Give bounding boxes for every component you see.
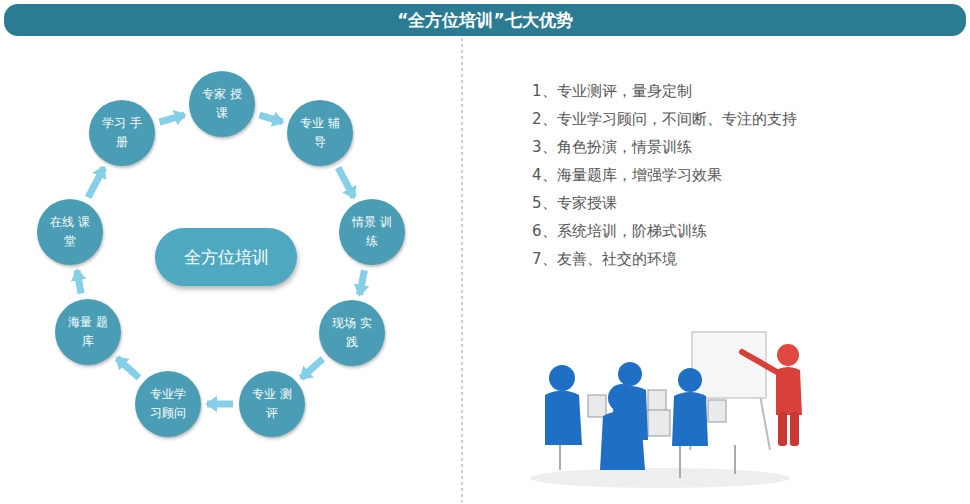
flow-arrow — [207, 401, 233, 408]
node-text: 专业 测评 — [249, 385, 295, 422]
node-text: 情景 训练 — [349, 213, 395, 250]
flow-arrow — [338, 168, 354, 198]
step-circle: 情景 训练 — [339, 199, 405, 265]
node-text: 专业学 习顾问 — [145, 385, 191, 422]
advantage-item: 4、海量题库，增强学习效果 — [532, 165, 722, 185]
step-circle: 在线 课堂 — [37, 199, 103, 265]
advantage-item: 3、角色扮演，情景训练 — [532, 137, 692, 157]
flow-arrow — [259, 115, 282, 122]
advantage-item: 2、专业学习顾问，不间断、专注的支持 — [532, 109, 797, 129]
step-circle: 现场 实践 — [319, 300, 385, 366]
advantage-item: 7、友善、社交的环境 — [532, 249, 677, 269]
step-circle: 学习 手册 — [89, 100, 155, 166]
flow-arrow — [77, 270, 81, 293]
flow-arrow — [301, 359, 323, 378]
node-text: 专家 授课 — [199, 85, 245, 122]
advantage-item: 1、专业测评，量身定制 — [532, 81, 692, 101]
node-text: 全方位培训 — [184, 246, 269, 269]
node-text: 在线 课堂 — [47, 213, 93, 250]
step-circle: 专业 测评 — [239, 371, 305, 437]
step-circle: 专业学 习顾问 — [135, 371, 201, 437]
node-text: 学习 手册 — [99, 114, 145, 151]
flow-arrow — [88, 168, 104, 198]
node-text: 专业 辅导 — [297, 114, 343, 151]
advantage-item: 6、系统培训，阶梯式训练 — [532, 221, 707, 241]
flow-arrow — [159, 115, 184, 122]
title-text: “全方位培训”七大优势 — [4, 4, 966, 36]
center-pill: 全方位培训 — [155, 228, 297, 286]
step-circle: 海量 题库 — [55, 299, 121, 365]
flow-arrow — [360, 270, 365, 294]
advantage-item: 5、专家授课 — [532, 193, 617, 213]
node-text: 现场 实践 — [329, 314, 375, 351]
node-text: 海量 题库 — [65, 313, 111, 350]
flow-arrow — [117, 358, 139, 378]
step-circle: 专业 辅导 — [287, 100, 353, 166]
step-circle: 专家 授课 — [189, 71, 255, 137]
